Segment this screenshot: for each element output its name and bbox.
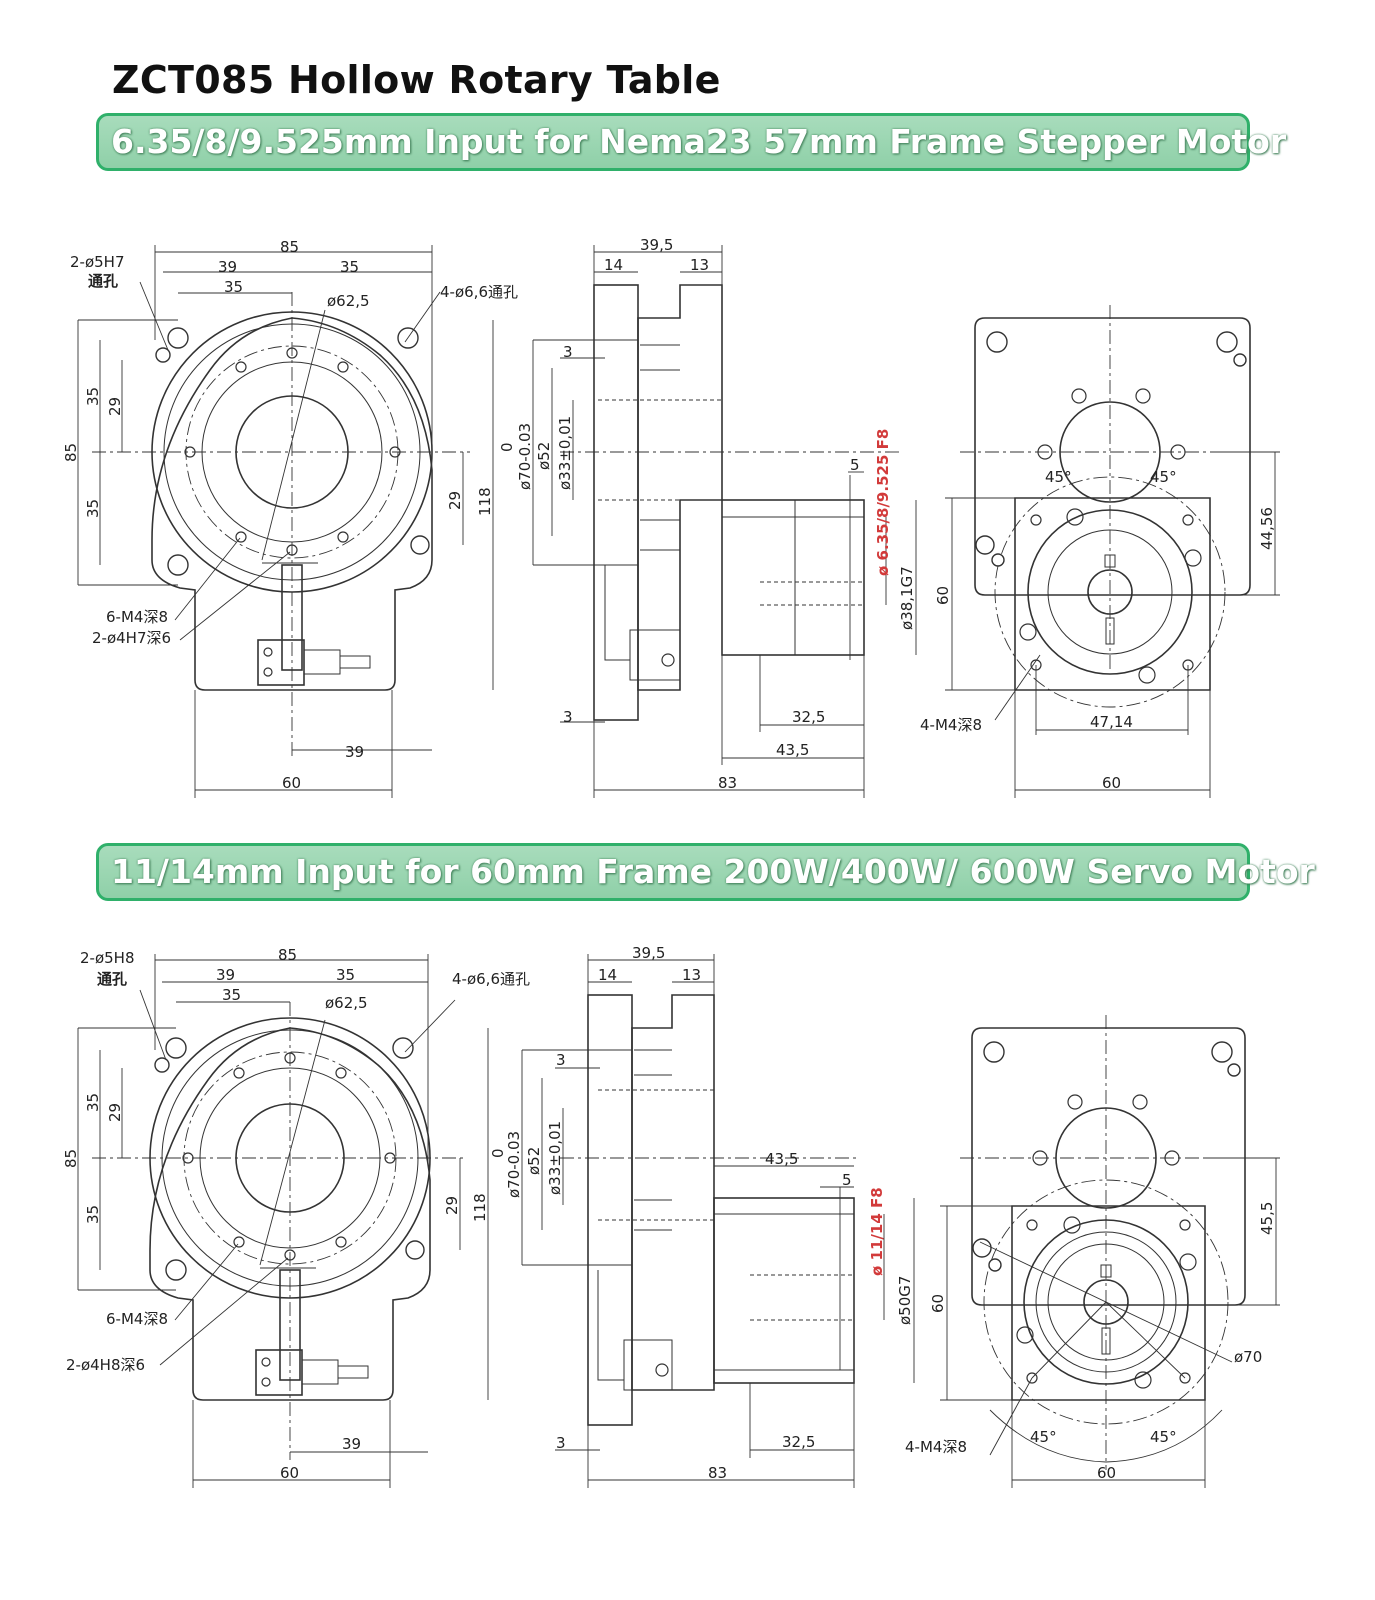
back2-width-60-label: 60	[1097, 1464, 1116, 1482]
back-view-2: 45,5 60 ø70 4-M4深8 45° 45° 60	[905, 1015, 1280, 1488]
front2-height-35a-label: 35	[84, 1093, 102, 1112]
side2-d52-label: ø52	[525, 1147, 543, 1175]
servo-drawing: 85 39 35 35 ø62,5 2-ø5H8 通孔 4-ø6,6通孔 85 …	[62, 944, 1280, 1488]
side2-5-label: 5	[842, 1171, 852, 1189]
side2-bore-label: ø 11/14 F8	[868, 1187, 886, 1276]
side2-width-13-label: 13	[682, 966, 701, 984]
bottom-39-label: 39	[345, 743, 364, 761]
side2-width-395-label: 39,5	[632, 944, 665, 962]
side2-d33-label: ø33±0,01	[546, 1121, 564, 1195]
back-m4-label: 4-M4深8	[920, 716, 982, 734]
front-height-29b-label: 29	[446, 491, 464, 510]
front-view-2: 85 39 35 35 ø62,5 2-ø5H8 通孔 4-ø6,6通孔 85 …	[62, 946, 530, 1488]
pin2b-label: 2-ø4H8深6	[66, 1356, 145, 1374]
side-5-label: 5	[850, 456, 860, 474]
front-width-35a-label: 35	[224, 278, 243, 296]
side-d38-label: ø38,1G7	[898, 566, 916, 630]
holes4b-label: 4-ø6,6通孔	[452, 970, 530, 988]
m4b-label: 6-M4深8	[106, 1310, 168, 1328]
bottom-60-label: 60	[282, 774, 301, 792]
pin2-label: 2-ø4H7深6	[92, 629, 171, 647]
side2-3a-label: 3	[556, 1051, 566, 1069]
side-width-13-label: 13	[690, 256, 709, 274]
side-zero-label: 0	[498, 442, 516, 452]
servo-motor-banner: 11/14mm Input for 60mm Frame 200W/400W/ …	[96, 843, 1315, 901]
side2-zero-label: 0	[489, 1148, 507, 1158]
back2-angle-b-label: 45°	[1150, 1428, 1177, 1446]
front2-width-35b-label: 35	[336, 966, 355, 984]
front-height-118-label: 118	[476, 487, 494, 516]
side-width-14-label: 14	[604, 256, 623, 274]
back-angle-b-label: 45°	[1150, 468, 1177, 486]
back2-d70-label: ø70	[1234, 1348, 1262, 1366]
thru-label: 通孔	[88, 272, 118, 290]
bottom2-39-label: 39	[342, 1435, 361, 1453]
front2-height-85-label: 85	[62, 1149, 80, 1168]
front2-width-39-label: 39	[216, 966, 235, 984]
side2-83-label: 83	[708, 1464, 727, 1482]
front-height-35a-label: 35	[84, 387, 102, 406]
side-435-label: 43,5	[776, 741, 809, 759]
side-83-label: 83	[718, 774, 737, 792]
pcd-label: ø62,5	[327, 292, 370, 310]
back2-height-455-label: 45,5	[1258, 1202, 1276, 1235]
side-view: 39,5 14 13 3 0 ø70-0.03 ø52 ø33±0,01 5 ø…	[498, 236, 917, 798]
front2-height-35b-label: 35	[84, 1205, 102, 1224]
back-angle-a-label: 45°	[1045, 468, 1072, 486]
front2-height-29a-label: 29	[106, 1103, 124, 1122]
side-3a-label: 3	[563, 343, 573, 361]
front2-height-29b-label: 29	[443, 1196, 461, 1215]
side2-435-label: 43,5	[765, 1150, 798, 1168]
bottom2-60-label: 60	[280, 1464, 299, 1482]
side-bore-label: ø 6.35/8/9.525 F8	[874, 429, 892, 576]
side2-d50-label: ø50G7	[896, 1276, 914, 1325]
side2-d70-label: ø70-0.03	[505, 1131, 523, 1198]
side-d33-label: ø33±0,01	[556, 416, 574, 490]
front-view: 85 39 35 35 ø62,5 2-ø5H7 通孔 4-ø6,6通孔 85 …	[62, 238, 518, 798]
back-width-60-label: 60	[1102, 774, 1121, 792]
front-width-35b-label: 35	[340, 258, 359, 276]
front2-width-85-label: 85	[278, 946, 297, 964]
side-d52-label: ø52	[535, 442, 553, 470]
front-height-29a-label: 29	[106, 397, 124, 416]
back-view: 45° 45° 44,56 60 4-M4深8 47,14 60	[920, 305, 1280, 798]
back-height-60-label: 60	[934, 586, 952, 605]
front-width-39-label: 39	[218, 258, 237, 276]
back2-angle-a-label: 45°	[1030, 1428, 1057, 1446]
side2-3b-label: 3	[556, 1434, 566, 1452]
pin-label: 2-ø5H7	[70, 253, 125, 271]
pin2a-label: 2-ø5H8	[80, 949, 135, 967]
back2-height-60-label: 60	[929, 1294, 947, 1313]
side-d70-label: ø70-0.03	[516, 423, 534, 490]
side-3b-label: 3	[563, 708, 573, 726]
back-height-4456-label: 44,56	[1258, 507, 1276, 550]
side-325-label: 32,5	[792, 708, 825, 726]
back2-m4-label: 4-M4深8	[905, 1438, 967, 1456]
side2-325-label: 32,5	[782, 1433, 815, 1451]
front2-width-35a-label: 35	[222, 986, 241, 1004]
front-height-85-label: 85	[62, 443, 80, 462]
stepper-motor-banner: 6.35/8/9.525mm Input for Nema23 57mm Fra…	[96, 113, 1286, 171]
stepper-drawing: 85 39 35 35 ø62,5 2-ø5H7 通孔 4-ø6,6通孔 85 …	[62, 236, 1280, 798]
side-view-2: 39,5 14 13 3 0 ø70-0.03 ø52 ø33±0,01 43,…	[489, 944, 915, 1488]
holes4-label: 4-ø6,6通孔	[440, 283, 518, 301]
front2-height-118-label: 118	[471, 1193, 489, 1222]
front-height-35b-label: 35	[84, 499, 102, 518]
side2-width-14-label: 14	[598, 966, 617, 984]
front-width-85-label: 85	[280, 238, 299, 256]
m4-label: 6-M4深8	[106, 608, 168, 626]
side-width-395-label: 39,5	[640, 236, 673, 254]
pcd2-label: ø62,5	[325, 994, 368, 1012]
thru2-label: 通孔	[97, 970, 127, 988]
back-width-4714-label: 47,14	[1090, 713, 1133, 731]
page-title: ZCT085 Hollow Rotary Table	[112, 58, 721, 102]
